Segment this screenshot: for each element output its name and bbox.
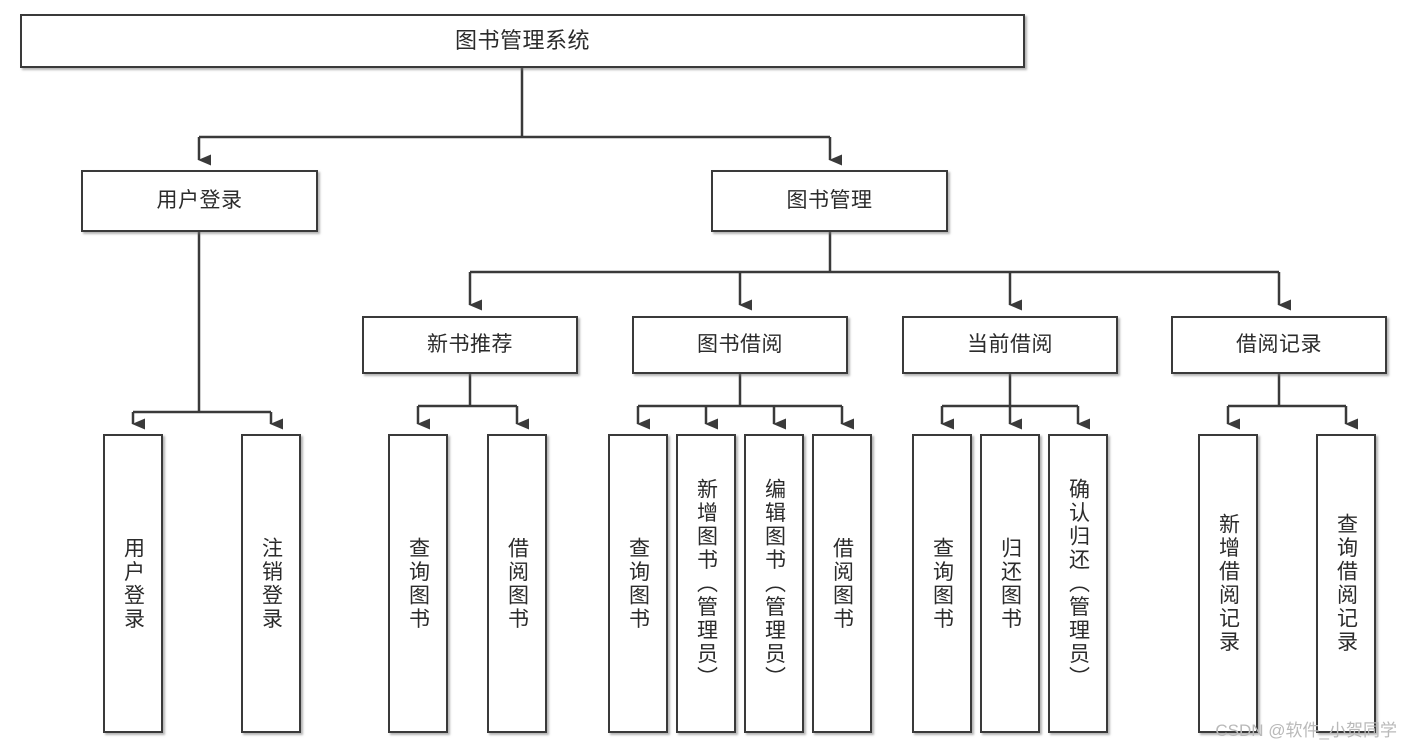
- leaf-borrow-record-add-record[interactable]: 新增借阅记录: [1198, 434, 1258, 733]
- node-label: 图书管理: [786, 189, 873, 213]
- node-label: 确认归还（管理员）: [1066, 477, 1090, 690]
- leaf-current-borrow-confirm-return-admin[interactable]: 确认归还（管理员）: [1048, 434, 1108, 733]
- leaf-book-borrow-add-book-admin[interactable]: 新增图书（管理员）: [676, 434, 736, 733]
- node-label: 归还图书: [998, 536, 1022, 631]
- leaf-book-borrow-borrow-book[interactable]: 借阅图书: [812, 434, 872, 733]
- node-root-book-management-system[interactable]: 图书管理系统: [20, 14, 1025, 68]
- node-borrow-record[interactable]: 借阅记录: [1171, 316, 1387, 374]
- leaf-current-borrow-query-book[interactable]: 查询图书: [912, 434, 972, 733]
- leaf-book-borrow-edit-book-admin[interactable]: 编辑图书（管理员）: [744, 434, 804, 733]
- node-new-book-recommend[interactable]: 新书推荐: [362, 316, 578, 374]
- node-label: 注销登录: [259, 536, 283, 631]
- node-label: 查询图书: [626, 536, 650, 631]
- leaf-new-book-borrow-book[interactable]: 借阅图书: [487, 434, 547, 733]
- node-label: 查询图书: [406, 536, 430, 631]
- node-label: 查询借阅记录: [1334, 513, 1358, 654]
- node-label: 图书借阅: [697, 333, 783, 357]
- node-label: 新书推荐: [427, 333, 513, 357]
- node-book-borrow[interactable]: 图书借阅: [632, 316, 848, 374]
- node-label: 借阅记录: [1236, 333, 1322, 357]
- node-label: 用户登录: [121, 536, 145, 631]
- leaf-current-borrow-return-book[interactable]: 归还图书: [980, 434, 1040, 733]
- node-label: 新增借阅记录: [1216, 513, 1240, 654]
- node-user-login[interactable]: 用户登录: [81, 170, 318, 232]
- leaf-book-borrow-query-book[interactable]: 查询图书: [608, 434, 668, 733]
- leaf-user-login[interactable]: 用户登录: [103, 434, 163, 733]
- node-label: 编辑图书（管理员）: [762, 477, 786, 690]
- leaf-logout[interactable]: 注销登录: [241, 434, 301, 733]
- node-label: 当前借阅: [967, 333, 1053, 357]
- node-label: 借阅图书: [505, 536, 529, 631]
- node-label: 查询图书: [930, 536, 954, 631]
- node-label: 借阅图书: [830, 536, 854, 631]
- node-label: 用户登录: [156, 189, 243, 213]
- node-book-management[interactable]: 图书管理: [711, 170, 948, 232]
- node-current-borrow[interactable]: 当前借阅: [902, 316, 1118, 374]
- node-label: 新增图书（管理员）: [694, 477, 718, 690]
- node-label: 图书管理系统: [454, 27, 590, 53]
- leaf-new-book-query-book[interactable]: 查询图书: [388, 434, 448, 733]
- leaf-borrow-record-query-record[interactable]: 查询借阅记录: [1316, 434, 1376, 733]
